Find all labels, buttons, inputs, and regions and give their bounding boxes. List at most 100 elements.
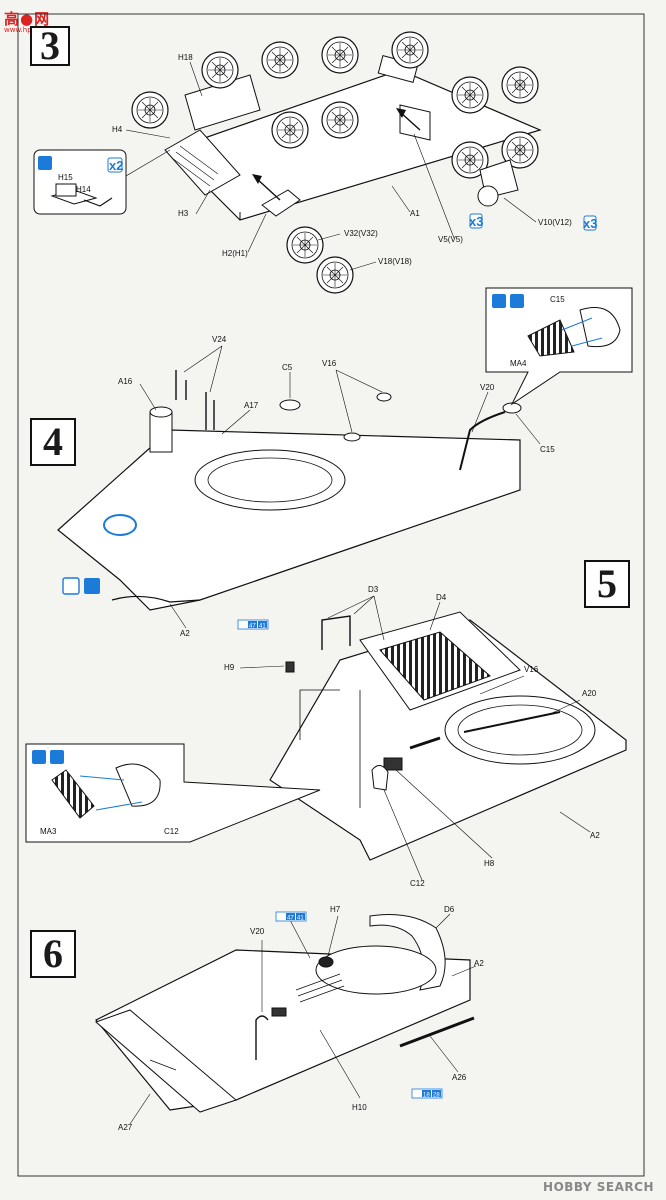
road-wheel: [201, 51, 239, 89]
label-d6: D6: [444, 905, 455, 914]
multiplier-x2: x2: [109, 158, 123, 173]
label-a1: A1: [410, 209, 420, 218]
paint-ref-h7-h: H: [278, 916, 282, 922]
step-3-number: 3: [30, 26, 70, 66]
road-wheel: [501, 66, 539, 104]
decal-icon: [84, 578, 100, 594]
label-a27: A27: [118, 1123, 133, 1132]
label-v32: V32(V32): [344, 229, 378, 238]
label-c12-detail: C12: [164, 827, 179, 836]
paint-ref-a26-18: 18: [423, 1093, 430, 1099]
part-v20: [459, 411, 506, 471]
paint-ref-a26-h: H: [414, 1093, 418, 1099]
wheel-v32: [286, 226, 324, 264]
label-h10: H10: [352, 1103, 367, 1112]
label-v5: V5(V5): [438, 235, 463, 244]
part-v16: [343, 432, 361, 442]
road-wheel: [321, 36, 359, 74]
part-d3: [321, 615, 351, 650]
part-h8: [383, 757, 403, 771]
part-h9: [285, 661, 295, 673]
multiplier-v5: x3: [469, 214, 483, 229]
label-v10: V10(V12): [538, 218, 572, 227]
step-3-diagram: H18 H4 H15 H14 H3 H2(H1) V32(V32) V18(V1…: [33, 31, 597, 294]
label-d4: D4: [436, 593, 447, 602]
glue-icon: [38, 156, 52, 170]
step-6-number: 6: [30, 930, 76, 978]
mesh-ma4: [527, 319, 575, 357]
step-5-number: 5: [584, 560, 630, 608]
multiplier-v10: x3: [583, 216, 597, 231]
hatch-highlight: [103, 514, 137, 536]
paint-ref-h7-41: 41: [297, 916, 304, 922]
label-d3: D3: [368, 585, 379, 594]
road-wheel: [131, 91, 169, 129]
label-a17: A17: [244, 401, 259, 410]
paint-ref-h: H: [240, 624, 244, 630]
label-h3: H3: [178, 209, 189, 218]
label-a20: A20: [582, 689, 597, 698]
label-h8: H8: [484, 859, 495, 868]
glue-icon: [32, 750, 46, 764]
step-4-number: 4: [30, 418, 76, 466]
road-wheel: [321, 101, 359, 139]
part-v20: [255, 1015, 269, 1060]
hull-floor-a1: [168, 69, 542, 221]
step-5-diagram: H 47 41 D3 D4 H9 V16 A20 MA3 C12 A2 H8 C…: [25, 585, 627, 888]
mesh-ma3: [51, 769, 95, 819]
glue-icon: [492, 294, 506, 308]
label-h4: H4: [112, 125, 123, 134]
rear-plate-a27: [95, 1009, 238, 1113]
label-a26: A26: [452, 1073, 467, 1082]
part-a20: [463, 711, 561, 733]
drop-icon: [510, 294, 524, 308]
label-v20: V20: [250, 927, 265, 936]
label-a2: A2: [474, 959, 484, 968]
part-c5: [279, 399, 301, 411]
hobby-search-watermark: HOBBY SEARCH: [543, 1180, 654, 1194]
drop-icon: [50, 750, 64, 764]
road-wheel: [261, 41, 299, 79]
paint-icon: [62, 577, 80, 595]
paint-ref-47: 47: [249, 624, 256, 630]
label-h2: H2(H1): [222, 249, 248, 258]
label-h18: H18: [178, 53, 193, 62]
part-a16: [149, 411, 173, 453]
label-v24: V24: [212, 335, 227, 344]
label-h15: H15: [58, 173, 73, 182]
label-h7: H7: [330, 905, 341, 914]
label-c12: C12: [410, 879, 425, 888]
paint-ref-41: 41: [259, 624, 266, 630]
label-c15-detail: C15: [550, 295, 565, 304]
road-wheel: [451, 76, 489, 114]
label-a16: A16: [118, 377, 133, 386]
label-c15: C15: [540, 445, 555, 454]
plate-v5: [399, 104, 431, 141]
hull-upper-a2: [57, 429, 521, 611]
road-wheel: [391, 31, 429, 69]
label-v16: V16: [524, 665, 539, 674]
paint-ref-a26-28: 28: [433, 1093, 440, 1099]
part-h10: [271, 1007, 287, 1017]
step-4-diagram: V24 A16 C5 V16 A17 V20 C15 MA4 C15 A2: [57, 287, 633, 638]
turret-ring: [444, 695, 596, 765]
label-a2: A2: [180, 629, 190, 638]
part-c12: [371, 765, 389, 791]
detail-inset-c12: [25, 743, 321, 843]
label-v16: V16: [322, 359, 337, 368]
paint-ref-h7-47: 47: [287, 916, 294, 922]
label-h9: H9: [224, 663, 235, 672]
part-a26: [399, 1016, 475, 1048]
wheel-v18: [316, 256, 354, 294]
label-v18: V18(V18): [378, 257, 412, 266]
turret-ring: [194, 449, 346, 511]
label-ma4: MA4: [510, 359, 527, 368]
label-v20: V20: [480, 383, 495, 392]
suspension-h2: [261, 189, 301, 217]
part-h7: [318, 956, 334, 968]
engine-grille: [379, 631, 491, 701]
step-6-diagram: H 47 41 H 18 28 D6 V20 H7 A2 A26 A27 H10: [95, 905, 484, 1132]
label-h14: H14: [76, 185, 91, 194]
